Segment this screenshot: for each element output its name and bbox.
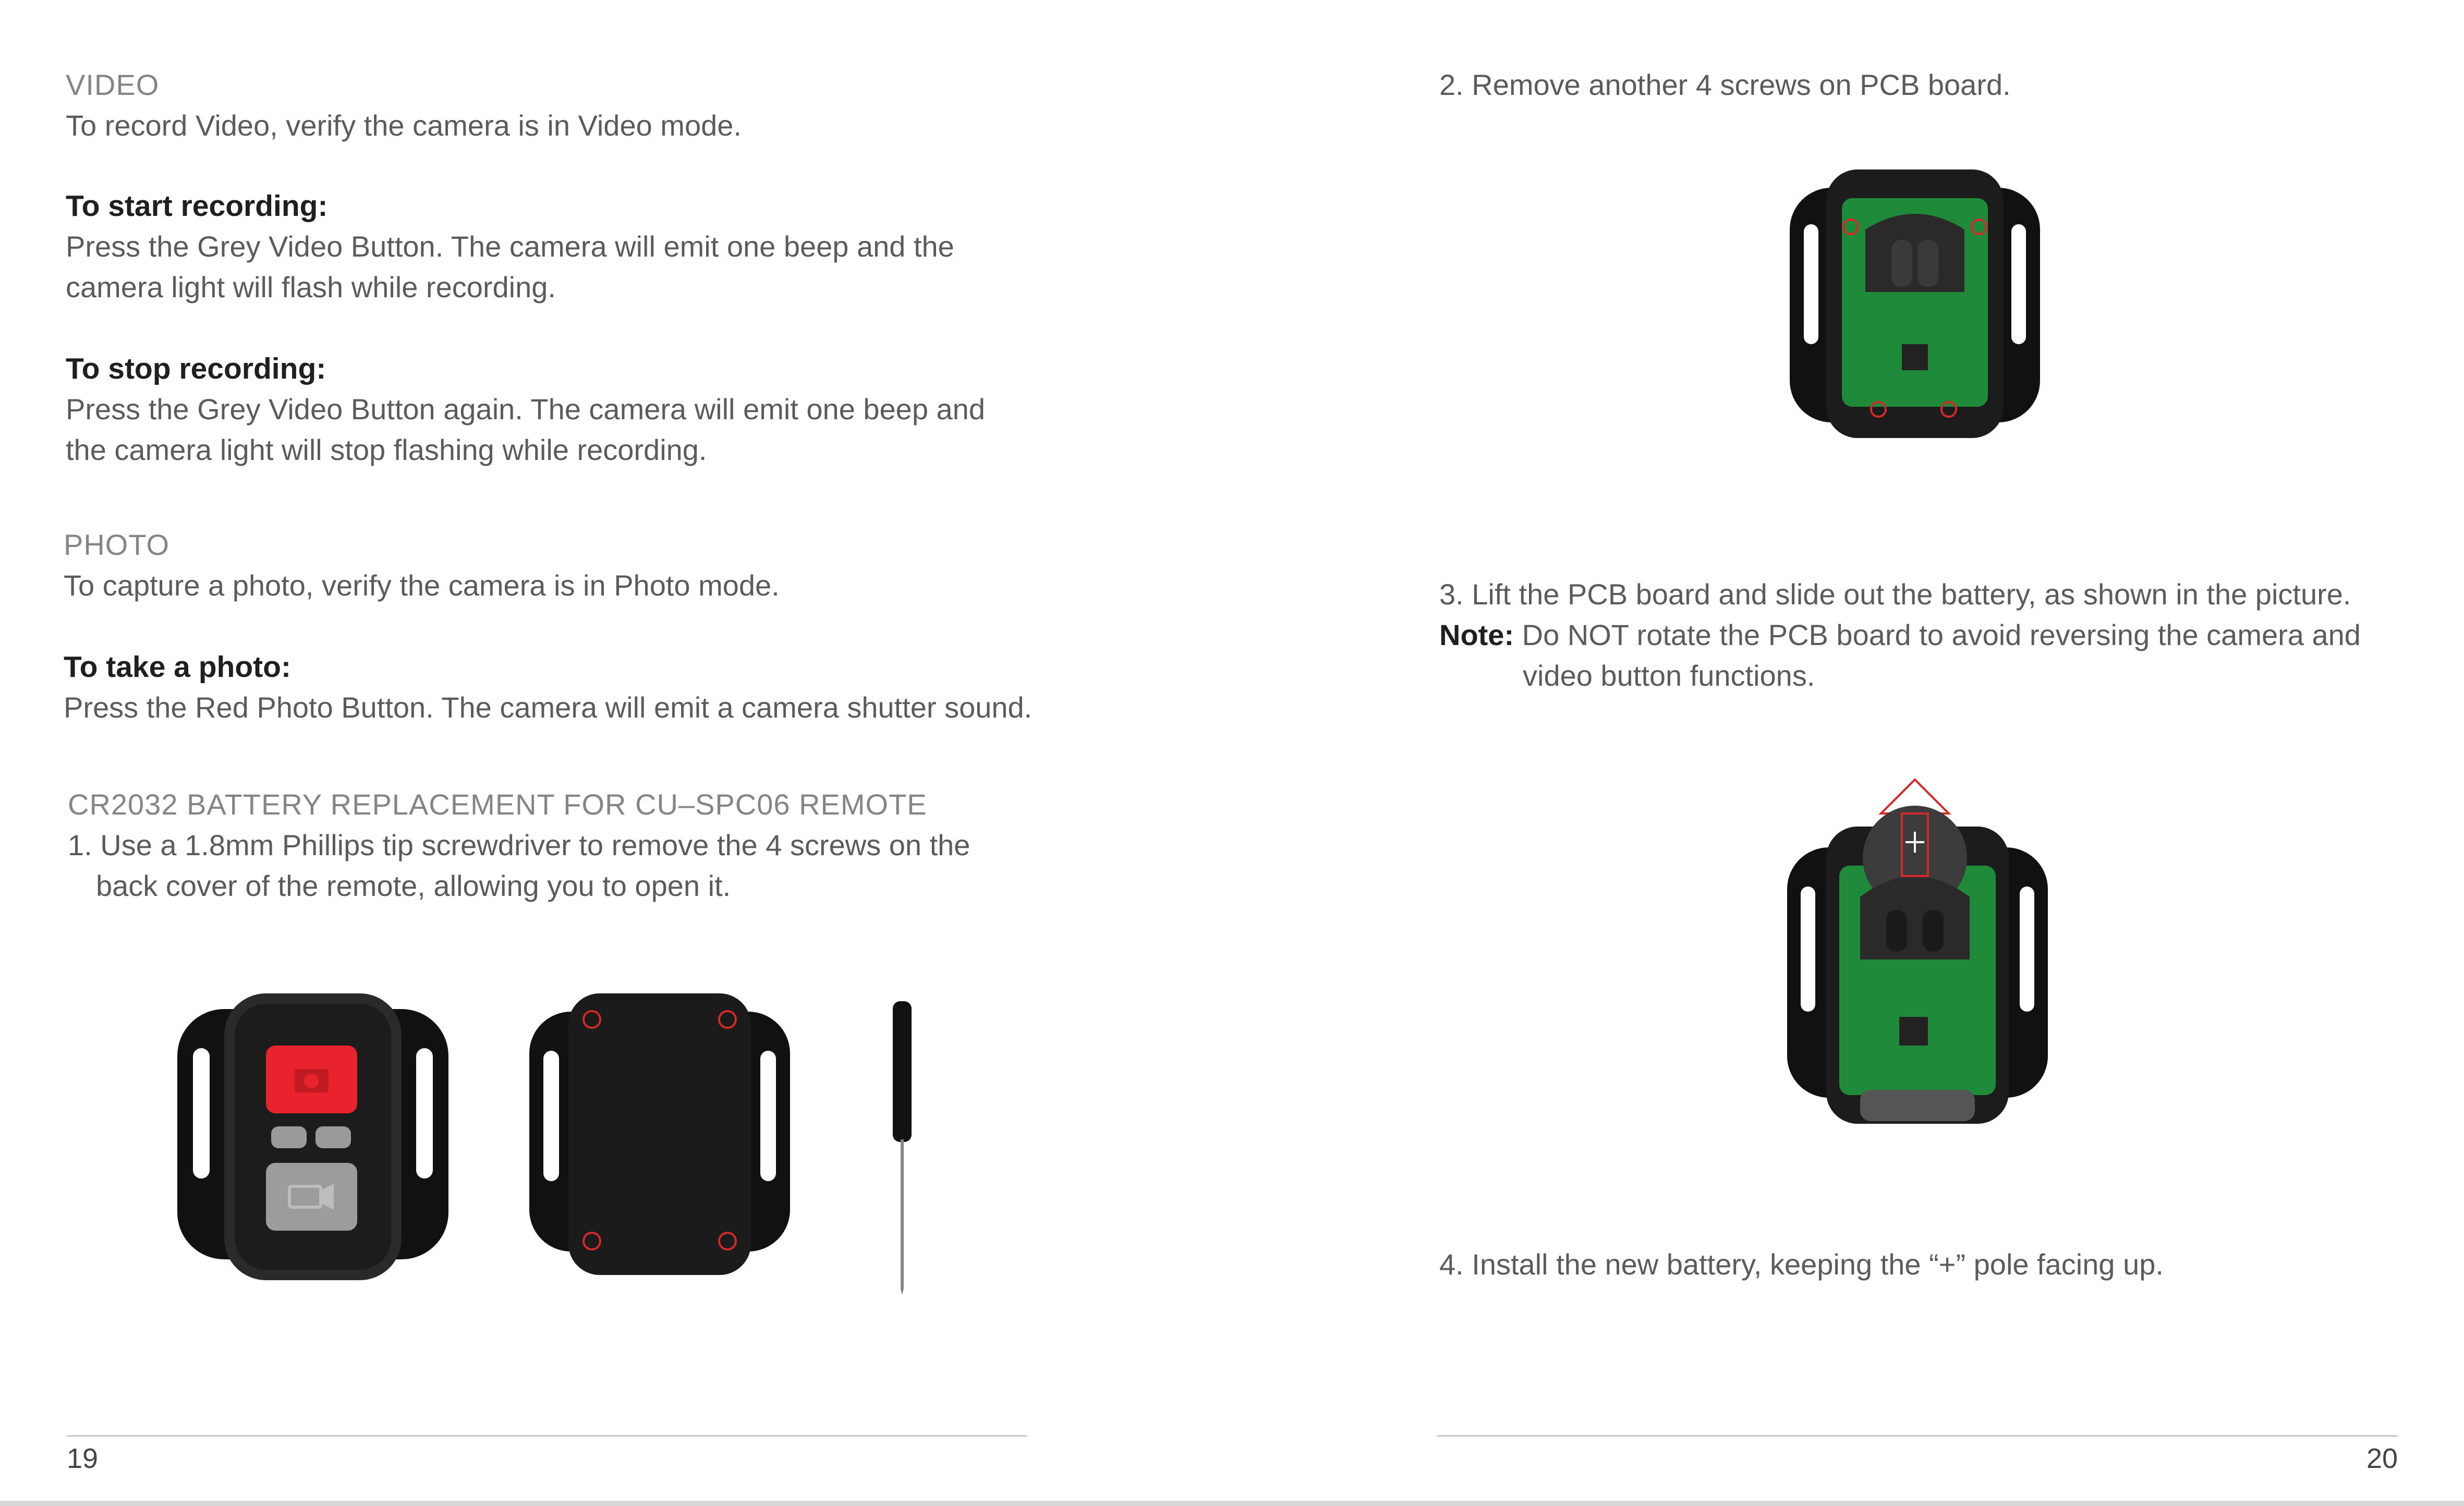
note-line1: Note: Do NOT rotate the PCB board to avo… <box>1439 615 2361 655</box>
step3-line1: 3. Lift the PCB board and slide out the … <box>1439 578 2351 611</box>
battery-lift-image <box>1787 778 2048 1124</box>
pcb-remote-image <box>1790 169 2040 438</box>
page-right: 2. Remove another 4 screws on PCB board.… <box>1232 0 2464 1506</box>
start-recording-line1: Press the Grey Video Button. The camera … <box>66 230 954 263</box>
remote-front-image <box>177 993 448 1280</box>
take-photo-heading: To take a photo: <box>64 650 291 684</box>
note-label: Note: <box>1439 618 1514 651</box>
step2-text: 2. Remove another 4 screws on PCB board. <box>1439 68 2011 101</box>
camera-icon <box>295 1069 329 1092</box>
take-photo-line: Press the Red Photo Button. The camera w… <box>64 691 1033 724</box>
stop-recording-line2: the camera light will stop flashing whil… <box>66 433 707 466</box>
battery-heading: CR2032 BATTERY REPLACEMENT FOR CU–SPC06 … <box>68 788 927 821</box>
step4-text: 4. Install the new battery, keeping the … <box>1439 1248 2164 1281</box>
photo-intro: To capture a photo, verify the camera is… <box>64 569 780 602</box>
screwdriver-image <box>893 1001 912 1295</box>
stop-recording-heading: To stop recording: <box>66 352 326 385</box>
video-intro: To record Video, verify the camera is in… <box>66 109 742 142</box>
page-number-right: 20 <box>2366 1443 2398 1474</box>
page-left: VIDEO To record Video, verify the camera… <box>64 68 1033 1474</box>
video-heading: VIDEO <box>66 68 160 101</box>
start-recording-line2: camera light will flash while recording. <box>66 271 556 303</box>
bottom-edge <box>0 1501 2464 1506</box>
battery-step1-line2: back cover of the remote, allowing you t… <box>96 869 731 902</box>
photo-heading: PHOTO <box>64 528 170 561</box>
remote-back-image <box>529 993 790 1275</box>
footer-rule-left <box>67 1435 1027 1437</box>
start-recording-heading: To start recording: <box>66 189 328 223</box>
battery-step1-line1: 1. Use a 1.8mm Phillips tip screwdriver … <box>68 829 970 861</box>
footer-rule-right <box>1437 1435 2398 1437</box>
note-line2: video button functions. <box>1523 659 1815 692</box>
video-icon <box>288 1184 334 1210</box>
note-text: Do NOT rotate the PCB board to avoid rev… <box>1514 618 2361 651</box>
stop-recording-line1: Press the Grey Video Button again. The c… <box>66 393 985 426</box>
page-number-left: 19 <box>67 1443 99 1474</box>
